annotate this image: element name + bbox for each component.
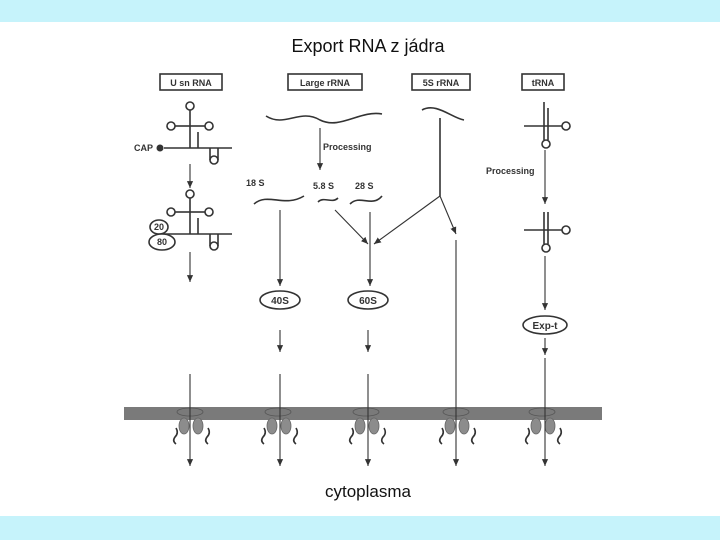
header-trna: tRNA: [521, 73, 565, 91]
arrow-5-8s-to-60s: [334, 209, 369, 245]
arrow-5s-to-60s: [373, 195, 441, 245]
svg-text:60S: 60S: [359, 296, 377, 307]
trna-processing-label: Processing: [486, 166, 535, 176]
cbc80-oval: 80: [148, 233, 176, 251]
svg-text:5S rRNA: 5S rRNA: [423, 78, 460, 88]
svg-text:Large rRNA: Large rRNA: [300, 78, 351, 88]
exportin-t-oval: Exp-t: [522, 315, 568, 335]
svg-text:80: 80: [157, 237, 167, 247]
arrow-5s-down: [439, 195, 457, 235]
rrna-5-8s-strand: [317, 197, 339, 203]
pore-filaments: [172, 427, 563, 445]
rrna-28s-strand: [349, 195, 383, 205]
subunit-40s: 40S: [259, 290, 301, 310]
cap-dot: [156, 144, 164, 152]
slide-title: Export RNA z jádra: [291, 36, 445, 56]
nuclear-pore-complexes: [176, 407, 556, 435]
usn-rna-structure-top: [164, 101, 232, 165]
trna-structure-top: [524, 102, 571, 149]
header-5s-rrna: 5S rRNA: [411, 73, 471, 91]
usn-rna-structure-bound: [164, 189, 232, 251]
label-5-8s: 5.8 S: [313, 181, 334, 191]
rrna-5s-strand: [421, 107, 465, 121]
svg-text:U sn RNA: U sn RNA: [170, 78, 212, 88]
nuclear-envelope: [124, 407, 602, 420]
large-processing-label: Processing: [323, 142, 372, 152]
trna-structure-mature: [524, 212, 571, 253]
svg-text:tRNA: tRNA: [532, 78, 555, 88]
subunit-60s: 60S: [347, 290, 389, 310]
svg-text:20: 20: [154, 222, 164, 232]
label-28s: 28 S: [355, 181, 374, 191]
svg-text:40S: 40S: [271, 296, 289, 307]
cap-label: CAP: [134, 143, 153, 153]
label-18s: 18 S: [246, 178, 265, 188]
large-rrna-precursor: [265, 112, 383, 124]
cbc20-oval: 20: [149, 219, 169, 235]
cytoplasm-label: cytoplasma: [325, 482, 411, 501]
header-usn-rna: U sn RNA: [159, 73, 223, 91]
svg-text:Exp-t: Exp-t: [533, 321, 559, 332]
header-large-rrna: Large rRNA: [287, 73, 363, 91]
rrna-18s-strand: [253, 195, 305, 205]
